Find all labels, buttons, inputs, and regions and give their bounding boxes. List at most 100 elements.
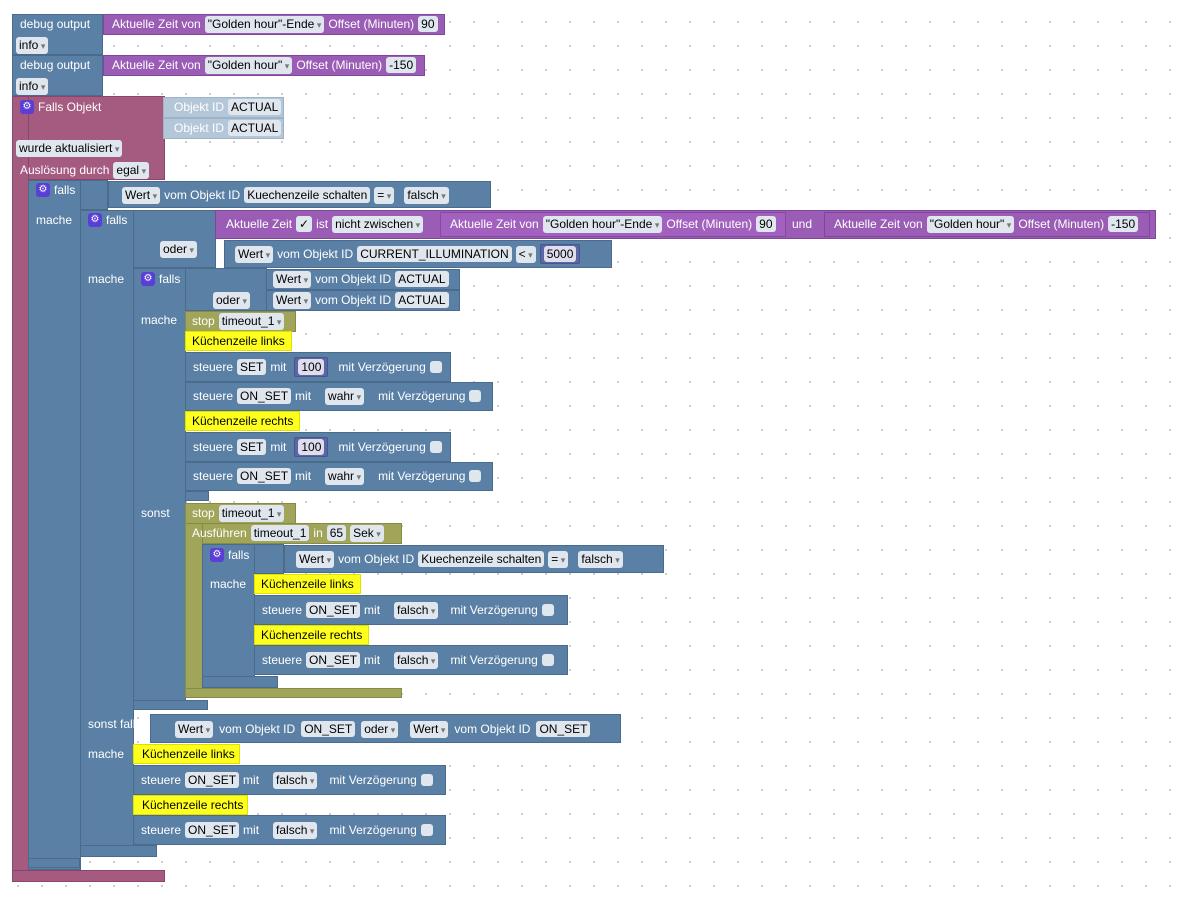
logic-dropdown[interactable]: oder (160, 240, 198, 258)
object-id-field[interactable]: ON_SET (536, 721, 591, 737)
debug-label: debug output (20, 58, 91, 72)
astro-dropdown[interactable]: "Golden hour" (926, 215, 1015, 233)
label: stop (192, 314, 215, 328)
comment-block[interactable]: Küchenzeile rechts (133, 795, 248, 815)
gear-icon[interactable]: ⚙ (88, 213, 102, 227)
object-id-field[interactable]: ACTUAL (228, 120, 282, 136)
comment-block[interactable]: Küchenzeile rechts (254, 625, 369, 645)
timeout-dropdown[interactable]: timeout_1 (218, 312, 285, 330)
value-dropdown[interactable]: Wert (273, 291, 312, 309)
bool-dropdown[interactable]: falsch (578, 550, 623, 568)
delay-checkbox[interactable] (541, 654, 554, 666)
astro-dropdown[interactable]: "Golden hour"-Ende (542, 215, 663, 233)
label: mit Verzögerung (450, 603, 538, 617)
object-id-field[interactable]: ON_SET (237, 388, 292, 404)
gear-icon[interactable]: ⚙ (141, 272, 155, 286)
log-level-dropdown[interactable]: info (16, 36, 49, 54)
value-dropdown[interactable]: Wert (122, 186, 161, 204)
delay-checkbox[interactable] (429, 361, 442, 373)
object-id-field[interactable]: ON_SET (301, 721, 356, 737)
if-arm (28, 180, 81, 870)
astro-dropdown[interactable]: "Golden hour"-Ende (204, 15, 325, 33)
offset-input[interactable]: -150 (386, 57, 417, 73)
label: Aktuelle Zeit von (112, 58, 201, 72)
label: mit Verzögerung (338, 360, 426, 374)
gear-icon[interactable]: ⚙ (36, 183, 50, 197)
gear-icon[interactable]: ⚙ (20, 100, 34, 114)
object-id-field[interactable]: ON_SET (237, 468, 292, 484)
label: vom Objekt ID (219, 722, 296, 736)
logic-dropdown[interactable]: oder (361, 720, 399, 738)
trigger-by-dropdown[interactable]: egal (113, 161, 150, 179)
bool-dropdown[interactable]: falsch (273, 771, 318, 789)
object-id-field[interactable]: SET (237, 359, 267, 375)
operator-dropdown[interactable]: = (374, 186, 395, 204)
number-input[interactable]: 5000 (543, 246, 577, 262)
object-id-field[interactable]: ON_SET (306, 652, 361, 668)
offset-input[interactable]: 90 (756, 216, 776, 232)
label: mit (295, 389, 312, 403)
label: vom Objekt ID (315, 293, 392, 307)
comment-block[interactable]: Küchenzeile links (133, 744, 240, 764)
bool-dropdown[interactable]: falsch (394, 601, 439, 619)
object-id-field[interactable]: ON_SET (185, 772, 240, 788)
object-id-field[interactable]: ON_SET (185, 822, 240, 838)
delay-checkbox[interactable] (420, 824, 433, 836)
label: Aktuelle Zeit von (112, 17, 201, 31)
object-id-field[interactable]: Kuechenzeile schalten (244, 187, 371, 203)
delay-input[interactable]: 65 (326, 525, 347, 541)
comment-text: Küchenzeile rechts (142, 798, 244, 812)
compare-dropdown[interactable]: nicht zwischen (332, 215, 424, 233)
offset-input[interactable]: 90 (418, 16, 438, 32)
object-id-field[interactable]: ACTUAL (395, 292, 449, 308)
label: vom Objekt ID (454, 722, 531, 736)
offset-input[interactable]: -150 (1108, 216, 1139, 232)
value-dropdown[interactable]: Wert (296, 550, 335, 568)
label: mit (243, 773, 260, 787)
bool-dropdown[interactable]: falsch (404, 186, 449, 204)
delay-checkbox[interactable] (420, 774, 433, 786)
number-block[interactable]: 100 (294, 437, 329, 457)
bool-dropdown[interactable]: falsch (273, 821, 318, 839)
object-id-field[interactable]: ON_SET (306, 602, 361, 618)
checkbox[interactable]: ✓ (296, 216, 313, 232)
label: mit Verzögerung (329, 773, 417, 787)
operator-dropdown[interactable]: = (548, 550, 569, 568)
gear-icon[interactable]: ⚙ (210, 548, 224, 562)
bool-dropdown[interactable]: wahr (325, 467, 365, 485)
timeout-name-field[interactable]: timeout_1 (250, 525, 310, 541)
delay-checkbox[interactable] (469, 470, 482, 482)
label: falls (159, 272, 181, 286)
number-input[interactable]: 100 (298, 439, 325, 455)
object-id-field[interactable]: ACTUAL (395, 271, 449, 287)
log-level-dropdown[interactable]: info (16, 77, 49, 95)
astro-dropdown[interactable]: "Golden hour" (204, 56, 293, 74)
comment-block[interactable]: Küchenzeile rechts (185, 411, 300, 431)
number-block[interactable]: 5000 (539, 244, 581, 264)
number-block[interactable]: 100 (294, 357, 329, 377)
unit-dropdown[interactable]: Sek (350, 524, 384, 542)
value-dropdown[interactable]: Wert (235, 245, 274, 263)
object-id-field[interactable]: SET (237, 439, 267, 455)
value-dropdown[interactable]: Wert (273, 270, 312, 288)
logic-dropdown[interactable]: oder (213, 291, 251, 309)
object-id-field[interactable]: Kuechenzeile schalten (418, 551, 545, 567)
object-id-field[interactable]: CURRENT_ILLUMINATION (357, 246, 512, 262)
operator-dropdown[interactable]: < (515, 245, 536, 263)
event-dropdown[interactable]: wurde aktualisiert (16, 139, 123, 157)
object-id-field[interactable]: ACTUAL (228, 99, 282, 115)
bool-dropdown[interactable]: wahr (325, 387, 365, 405)
label: stop (192, 506, 215, 520)
delay-checkbox[interactable] (541, 604, 554, 616)
comment-block[interactable]: Küchenzeile links (185, 331, 292, 351)
timeout-dropdown[interactable]: timeout_1 (218, 504, 285, 522)
value-dropdown[interactable]: Wert (410, 720, 449, 738)
delay-checkbox[interactable] (429, 441, 442, 453)
label: sonst falls (88, 717, 142, 731)
trigger-bottom (12, 870, 165, 882)
value-dropdown[interactable]: Wert (175, 720, 214, 738)
number-input[interactable]: 100 (298, 359, 325, 375)
comment-block[interactable]: Küchenzeile links (254, 574, 361, 594)
delay-checkbox[interactable] (469, 390, 482, 402)
bool-dropdown[interactable]: falsch (394, 651, 439, 669)
